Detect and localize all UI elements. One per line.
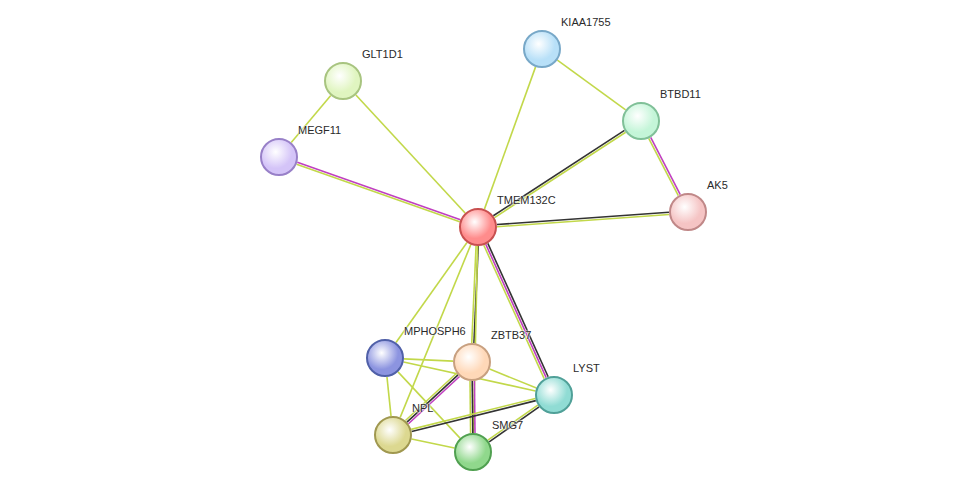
evidence-line <box>497 212 669 224</box>
evidence-line <box>474 381 476 433</box>
protein-label: KIAA1755 <box>561 16 611 28</box>
protein-label: MPHOSPH6 <box>404 325 466 337</box>
evidence-line <box>493 130 624 215</box>
interaction-edge <box>400 245 471 418</box>
protein-label: NPL <box>412 402 433 414</box>
evidence-line <box>497 214 669 226</box>
evidence-line <box>484 245 544 378</box>
evidence-line <box>356 95 465 213</box>
protein-node: GLT1D1 <box>324 62 362 100</box>
evidence-line <box>473 246 477 433</box>
protein-label: TMEM132C <box>497 194 556 206</box>
protein-node: NPL <box>374 416 412 454</box>
interaction-edge <box>493 130 625 217</box>
interaction-edge <box>649 137 681 195</box>
evidence-line <box>484 67 535 209</box>
evidence-line <box>400 245 471 418</box>
evidence-line <box>407 375 458 422</box>
evidence-line <box>488 405 538 440</box>
evidence-line <box>557 60 625 110</box>
protein-node: MPHOSPH6 <box>366 339 404 377</box>
evidence-line <box>297 162 460 219</box>
protein-node: BTBD11 <box>622 102 660 140</box>
evidence-line <box>486 244 546 377</box>
evidence-line <box>471 381 473 433</box>
evidence-line <box>405 373 456 420</box>
protein-label: GLT1D1 <box>362 48 403 60</box>
evidence-line <box>396 242 467 342</box>
protein-label: LYST <box>573 362 600 374</box>
protein-node: TMEM132C <box>459 208 497 246</box>
interaction-edge <box>488 405 539 442</box>
evidence-line <box>297 164 460 221</box>
interaction-edge <box>404 359 453 361</box>
interaction-edge <box>497 212 669 226</box>
evidence-line <box>488 243 548 376</box>
evidence-line <box>495 132 626 217</box>
interaction-edge <box>473 246 477 433</box>
evidence-line <box>469 381 471 433</box>
interaction-edge <box>297 162 461 221</box>
protein-node: MEGF11 <box>260 138 298 176</box>
interaction-edge <box>405 373 459 423</box>
evidence-line <box>387 377 391 416</box>
interaction-edge <box>484 67 535 209</box>
interaction-edge <box>490 369 537 388</box>
protein-node: ZBTB37 <box>453 343 491 381</box>
protein-label: SMG7 <box>492 419 523 431</box>
interaction-edge <box>412 439 455 448</box>
interaction-edge <box>396 242 467 342</box>
evidence-line <box>649 138 679 195</box>
interaction-edge <box>411 399 536 432</box>
protein-node: KIAA1755 <box>523 30 561 68</box>
interaction-edge <box>356 95 465 213</box>
interaction-edge <box>557 60 625 110</box>
interaction-edge <box>484 243 548 378</box>
evidence-line <box>490 369 537 388</box>
evidence-line <box>489 407 539 442</box>
protein-node: SMG7 <box>454 433 492 471</box>
protein-label: ZBTB37 <box>491 329 531 341</box>
interaction-edge <box>387 377 391 416</box>
evidence-line <box>651 137 681 194</box>
protein-label: AK5 <box>707 179 728 191</box>
protein-label: MEGF11 <box>298 124 341 136</box>
evidence-line <box>412 401 536 432</box>
protein-node: AK5 <box>669 193 707 231</box>
evidence-line <box>408 377 459 424</box>
protein-node: LYST <box>535 376 573 414</box>
evidence-line <box>404 359 453 361</box>
interaction-edge <box>470 381 475 433</box>
evidence-line <box>412 439 455 448</box>
protein-label: BTBD11 <box>660 88 701 100</box>
